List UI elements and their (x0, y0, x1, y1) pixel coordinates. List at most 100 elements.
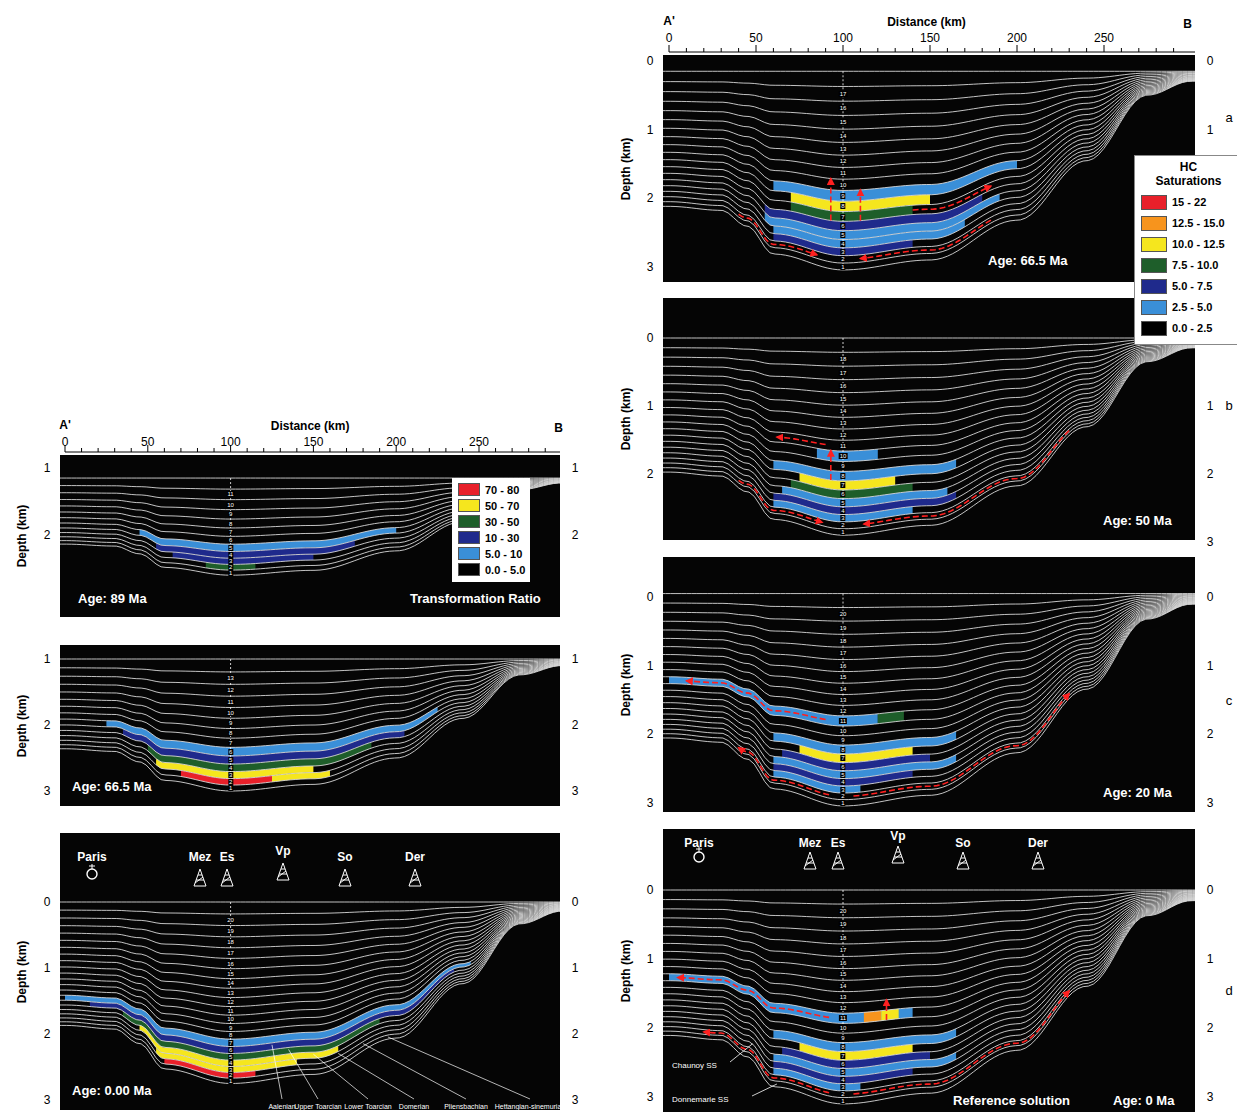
layer-number: 16 (839, 105, 848, 111)
layer-number: 2 (840, 793, 845, 799)
tick-label: 0 (1207, 884, 1214, 896)
axis-title: Depth (km) (16, 505, 28, 568)
layer-number: 18 (839, 935, 848, 941)
tick-label: 2 (44, 1028, 51, 1040)
layer-number: 19 (839, 921, 848, 927)
axis-title: Depth (km) (620, 388, 632, 451)
layer-number: 17 (839, 947, 848, 953)
leader-line (313, 1054, 368, 1099)
layer-number: 13 (839, 146, 848, 152)
migration-arrow (739, 480, 823, 522)
section-end-label: A' (59, 419, 71, 431)
layer-number: 7 (840, 755, 845, 761)
section-panel: Age: 66.5 Ma (663, 55, 1195, 282)
layer-number: 12 (839, 432, 848, 438)
layer-number: 10 (226, 502, 235, 508)
panel-caption: Transformation Ratio (410, 591, 541, 606)
horizon-line (60, 903, 560, 926)
layer-number: 5 (840, 500, 845, 506)
tick-label: 3 (647, 261, 654, 273)
layer-number: 13 (839, 697, 848, 703)
migration-arrow (864, 431, 1069, 525)
migration-arrow (830, 450, 832, 480)
legend-swatch (458, 483, 480, 496)
layer-number: 9 (840, 463, 845, 469)
layer-number: 2 (840, 256, 845, 262)
legend-swatch (458, 547, 480, 560)
panel-caption: Age: 66.5 Ma (988, 253, 1067, 268)
saturation-cell (669, 974, 913, 1024)
well-name: Es (831, 837, 846, 849)
layer-number: 18 (839, 638, 848, 644)
section-panel: Age: 66.5 Ma (60, 645, 560, 806)
panel-letter: a (1225, 111, 1232, 124)
horizon-line (60, 902, 560, 914)
layer-number: 5 (840, 772, 845, 778)
tick-label: 2 (647, 1022, 654, 1034)
legend-swatch (1141, 216, 1167, 231)
section-panel-art (32, 455, 608, 617)
legend-entry: 12.5 - 15.0 (1141, 216, 1225, 231)
tick-label: 200 (1007, 32, 1027, 44)
migration-arrow (860, 220, 991, 258)
tick-label: 100 (221, 436, 241, 448)
panel-caption: Reference solution (953, 1093, 1070, 1108)
horizon-line (663, 597, 1195, 706)
well-symbol (832, 852, 844, 869)
horizon-line (663, 597, 1195, 735)
section-end-label: A' (663, 15, 675, 27)
horizon-line (663, 74, 1195, 168)
tick-label: 3 (44, 1094, 51, 1106)
city-symbol (694, 847, 704, 862)
legend-title: HC Saturations (1146, 161, 1232, 189)
horizon-line (60, 661, 560, 738)
migration-arrow (678, 977, 829, 1017)
well-symbol (409, 869, 421, 886)
layer-number: 14 (839, 408, 848, 414)
horizon-line (663, 76, 1195, 248)
legend-swatch (1141, 300, 1167, 315)
formation-name: Pliensbachian (444, 1103, 488, 1110)
layer-number: 1 (840, 1098, 845, 1104)
tick-label: 2 (44, 719, 51, 731)
section-end-label: B (554, 422, 563, 434)
legend-entry: 10 - 30 (458, 531, 519, 544)
layer-number: 8 (228, 730, 233, 736)
legend-text: 0.0 - 2.5 (1172, 322, 1212, 334)
layer-number: 11 (839, 170, 847, 176)
migration-arrow (777, 437, 826, 444)
layer-number: 1 (840, 264, 845, 270)
horizon-line (60, 905, 560, 998)
migration-arrow (853, 991, 1069, 1094)
layer-number: 3 (228, 1067, 233, 1073)
layer-number: 16 (226, 961, 235, 967)
layer-number: 5 (840, 232, 845, 238)
horizon-line (60, 660, 560, 707)
tick-label: 3 (1207, 536, 1214, 548)
layer-number: 3 (840, 515, 845, 521)
well-name: Mez (799, 837, 822, 849)
panel-caption: Age: 66.5 Ma (72, 779, 151, 794)
horizon-line (663, 341, 1195, 441)
well-symbol (194, 869, 206, 886)
tick-label: 50 (141, 436, 154, 448)
layer-number: 8 (840, 473, 845, 479)
layer-number: 7 (840, 214, 845, 220)
layer-number: 10 (226, 710, 235, 716)
migration-arrow (886, 1000, 888, 1020)
legend-swatch (1141, 237, 1167, 252)
layer-number: 4 (840, 1077, 845, 1083)
horizon-line (60, 906, 560, 1066)
horizon-line (663, 894, 1195, 1033)
horizon-line (663, 595, 1195, 647)
horizon-line (663, 594, 1195, 621)
saturation-cell (181, 770, 272, 785)
tick-label: 1 (572, 653, 579, 665)
layer-number: 17 (226, 950, 235, 956)
migration-arrow (913, 186, 991, 210)
section-panel-art (32, 833, 608, 1110)
formation-name: Lower Toarcian (344, 1103, 391, 1110)
legend-text: 15 - 22 (1172, 196, 1206, 208)
layer-number: 14 (839, 133, 848, 139)
